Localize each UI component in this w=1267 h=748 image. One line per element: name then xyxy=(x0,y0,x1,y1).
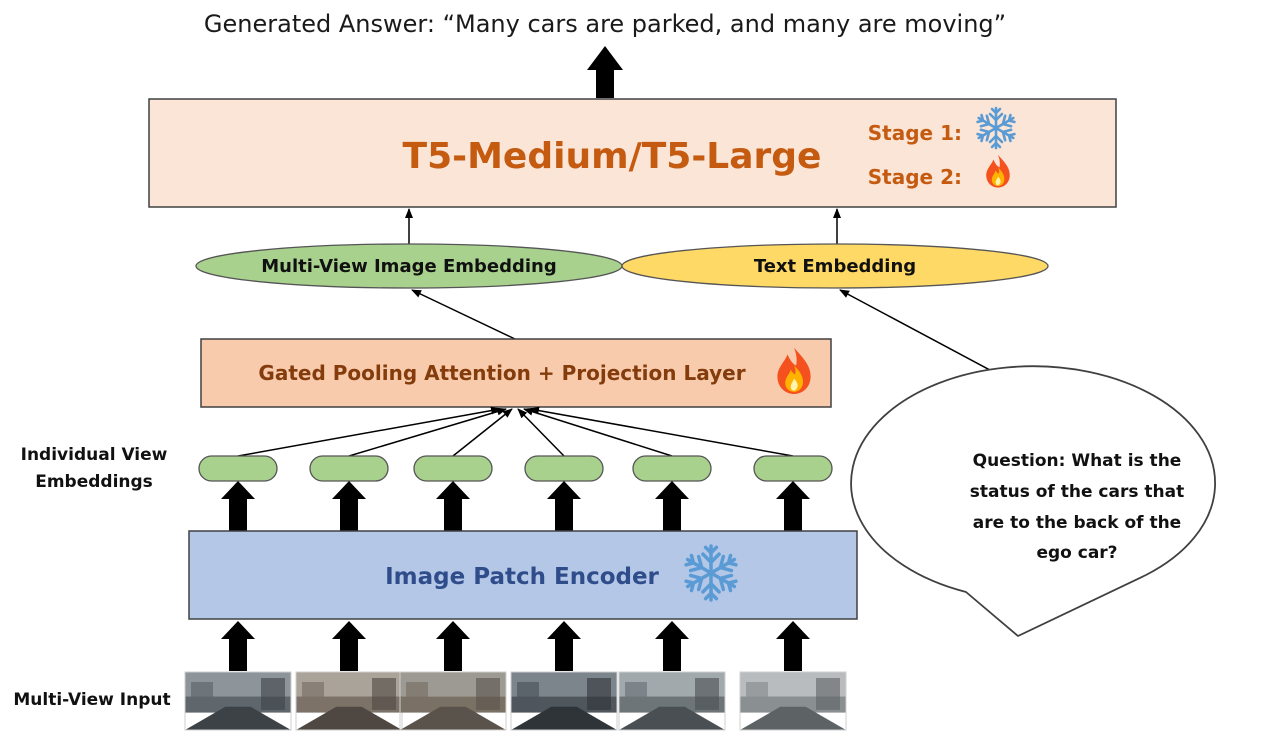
camera-view-image xyxy=(510,671,618,731)
question-line: are to the back of the xyxy=(973,513,1181,533)
question-line: status of the cars that xyxy=(970,482,1184,502)
view-embedding-pill xyxy=(309,455,389,482)
image-embedding-label: Multi-View Image Embedding xyxy=(261,256,556,277)
multi-view-input-label: Multi-View Input xyxy=(13,690,170,710)
t5-title: T5-Medium/T5-Large xyxy=(403,136,822,177)
view-embedding-arrow xyxy=(348,407,507,457)
gpa-label: Gated Pooling Attention + Projection Lay… xyxy=(258,361,745,385)
generated-answer: Generated Answer: “Many cars are parked,… xyxy=(204,10,1006,38)
view-embedding-pill xyxy=(753,455,833,482)
encoder-label: Image Patch Encoder xyxy=(385,564,659,590)
camera-view-image xyxy=(739,671,847,731)
stage2-label: Stage 2: xyxy=(868,165,962,189)
gated-pooling-attention-layer: Gated Pooling Attention + Projection Lay… xyxy=(200,338,832,408)
view-embedding-pill xyxy=(198,455,278,482)
text-embedding: Text Embedding xyxy=(621,243,1049,289)
view-embeddings-label-line1: Individual View xyxy=(21,445,168,465)
input-arrows xyxy=(221,621,810,671)
input-arrow xyxy=(547,621,581,671)
input-arrow xyxy=(332,621,366,671)
camera-view-image xyxy=(184,671,292,731)
encoder-output-arrow xyxy=(655,481,689,531)
view-embedding-arrow xyxy=(237,406,501,457)
gpa-to-embedding-arrow xyxy=(411,289,516,340)
input-arrow xyxy=(221,621,255,671)
view-embedding-arrows xyxy=(237,406,794,457)
camera-view-image xyxy=(618,671,726,731)
encoder-output-arrow xyxy=(776,481,810,531)
question-line: ego car? xyxy=(1036,543,1117,563)
input-arrow xyxy=(436,621,470,671)
view-embedding-arrow xyxy=(529,406,794,457)
text-embedding-label: Text Embedding xyxy=(754,256,916,277)
encoder-output-arrow xyxy=(332,481,366,531)
view-embedding-arrow xyxy=(517,408,565,457)
camera-view-image xyxy=(295,671,403,731)
view-embedding-pill xyxy=(632,455,712,482)
t5-language-model: T5-Medium/T5-Large Stage 1: Stage 2: xyxy=(148,98,1117,208)
image-patch-encoder: Image Patch Encoder xyxy=(188,530,858,620)
multi-view-input-images xyxy=(184,671,847,731)
view-embedding-pill xyxy=(524,455,604,482)
encoder-output-arrow xyxy=(547,481,581,531)
encoder-output-arrows xyxy=(221,481,810,531)
input-arrow xyxy=(655,621,689,671)
view-embedding-arrow xyxy=(452,408,513,457)
input-arrow xyxy=(776,621,810,671)
stage1-label: Stage 1: xyxy=(868,121,962,145)
question-line: Question: What is the xyxy=(973,451,1182,471)
view-embeddings-label-line2: Embeddings xyxy=(35,472,153,492)
encoder-output-arrow xyxy=(436,481,470,531)
camera-view-image xyxy=(399,671,507,731)
multi-view-image-embedding: Multi-View Image Embedding xyxy=(195,243,623,289)
output-arrow xyxy=(587,46,623,98)
individual-view-embeddings xyxy=(198,455,833,482)
view-embedding-pill xyxy=(413,455,493,482)
view-embedding-arrow xyxy=(523,407,673,457)
encoder-output-arrow xyxy=(221,481,255,531)
question-bubble: Question: What is the status of the cars… xyxy=(850,365,1216,637)
